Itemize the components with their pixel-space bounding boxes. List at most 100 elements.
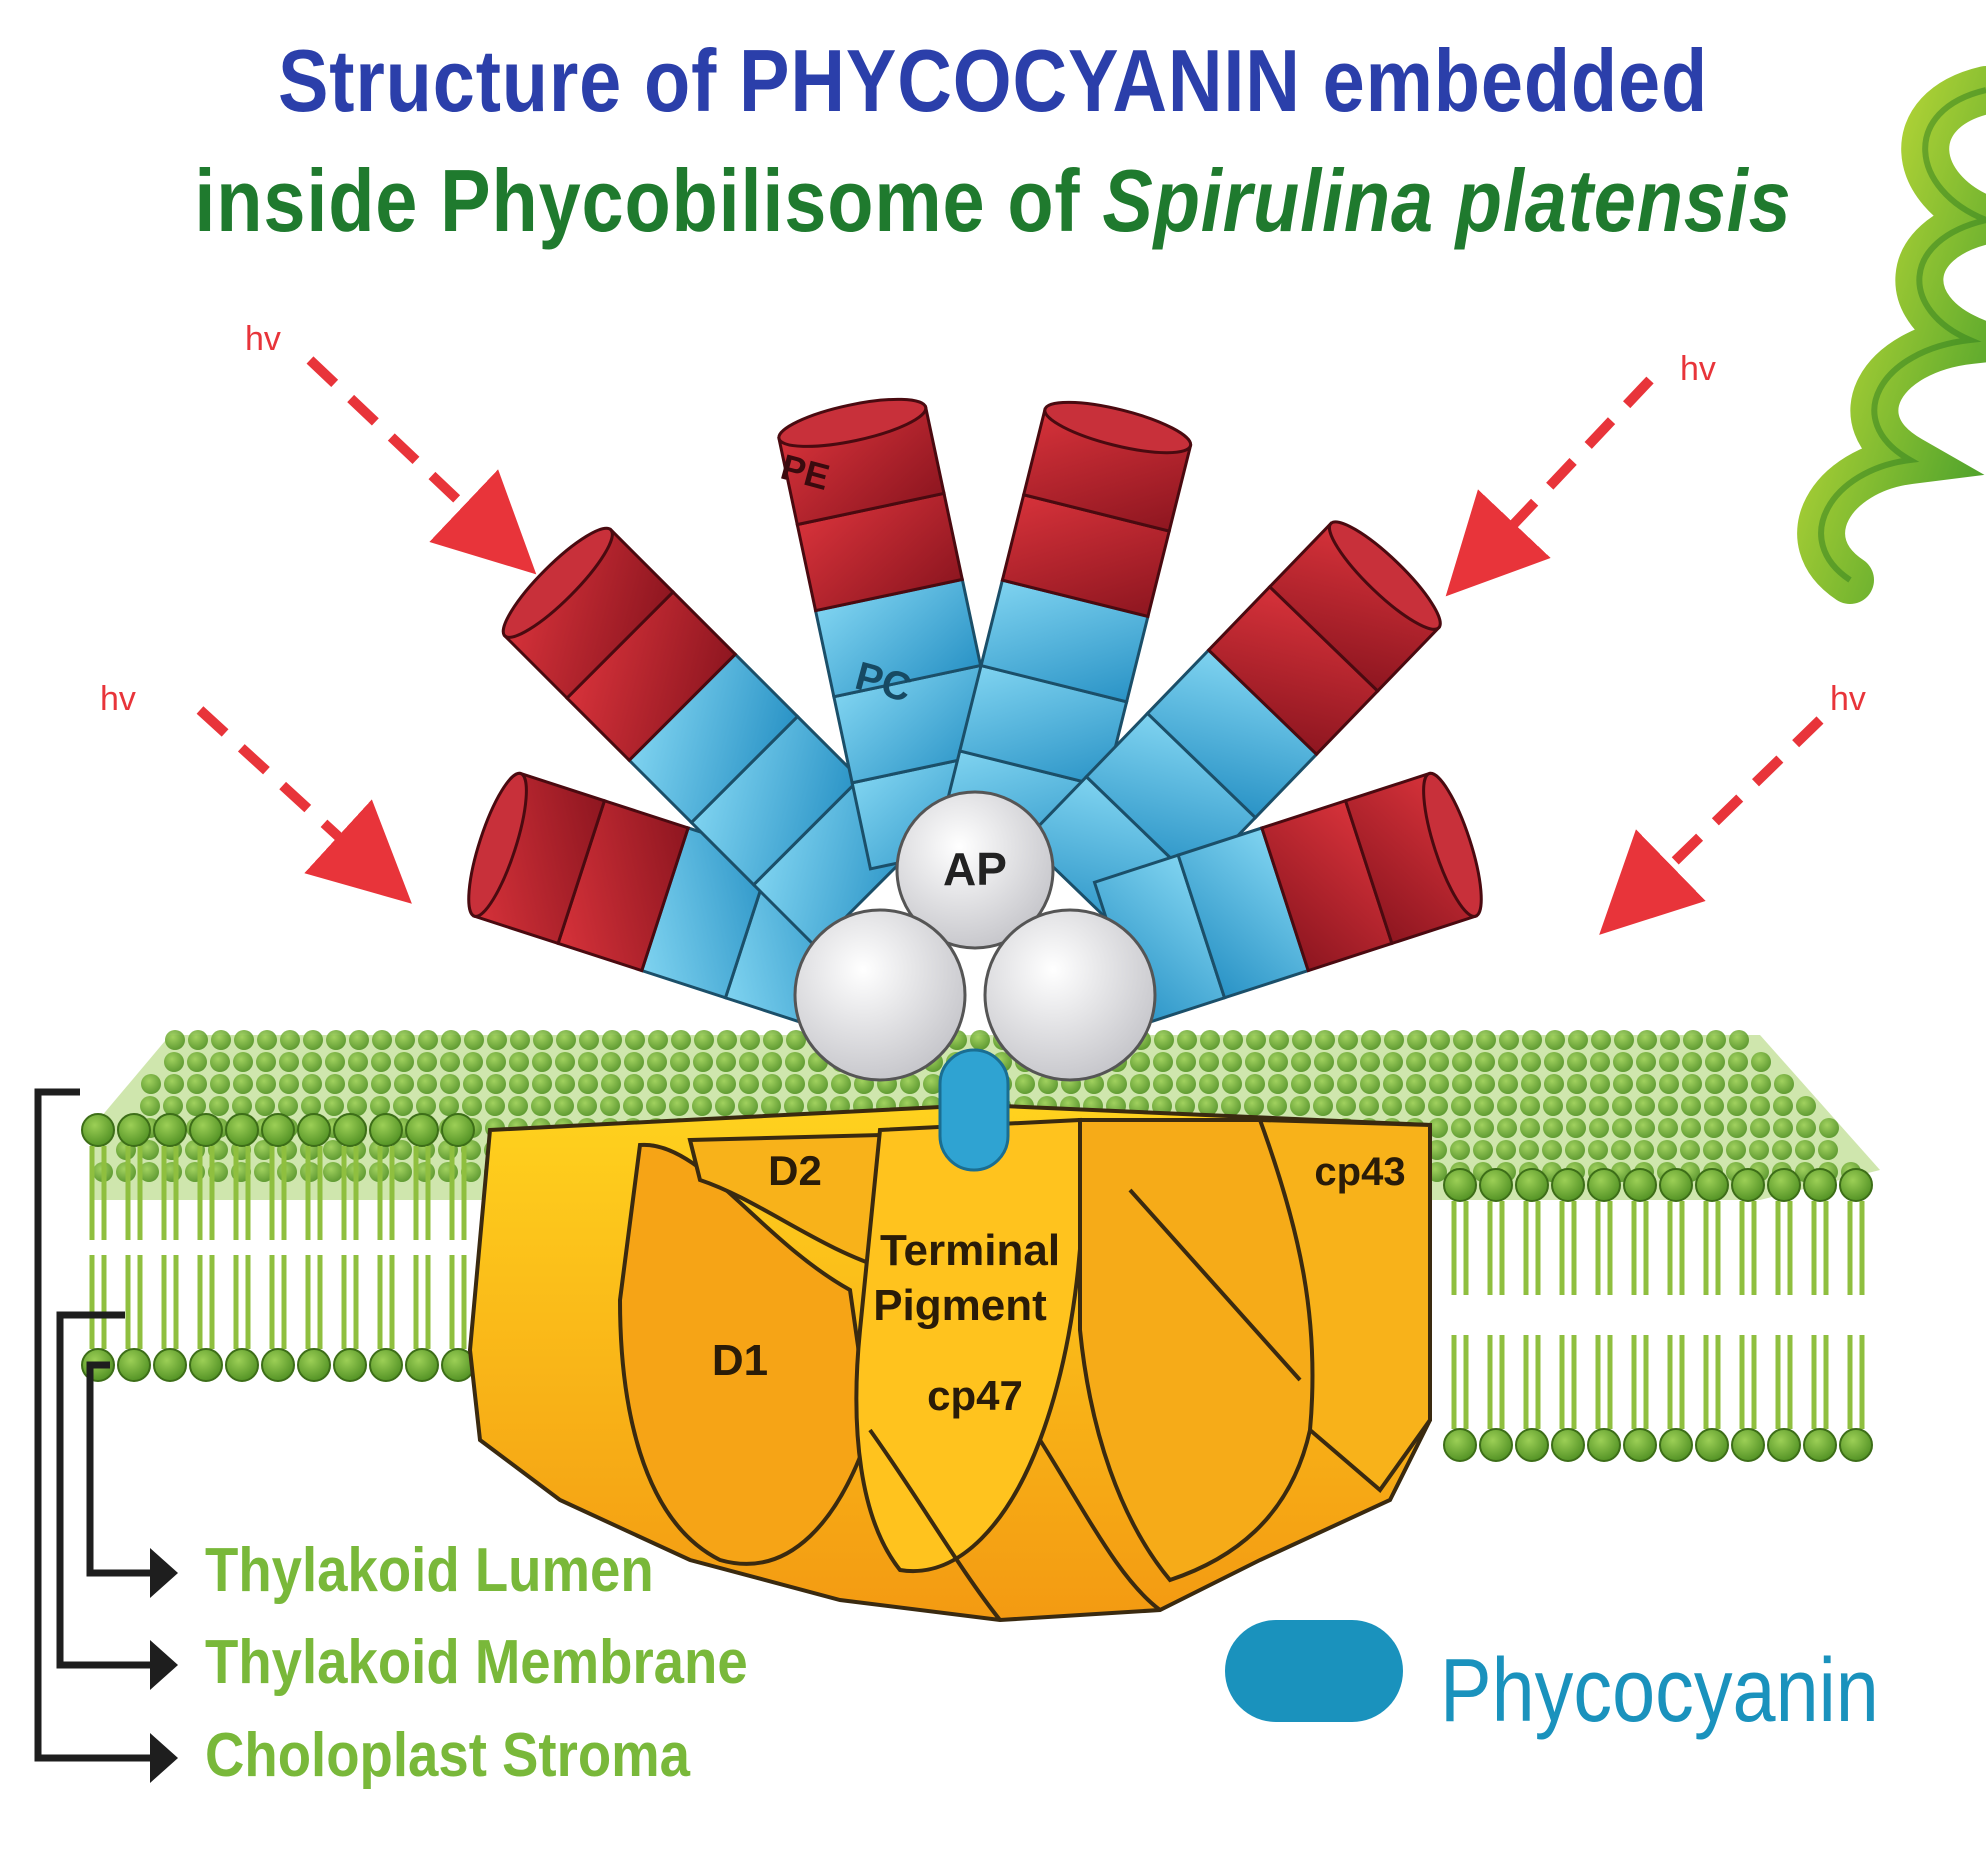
membrane-bead — [440, 1052, 460, 1072]
bracket-arrowheads — [150, 1548, 178, 1783]
membrane-bead — [533, 1030, 553, 1050]
membrane-bead — [392, 1162, 412, 1182]
membrane-bead — [509, 1052, 529, 1072]
rod-6 — [1092, 771, 1483, 1027]
lipid-head — [1515, 1428, 1549, 1462]
membrane-bead — [278, 1096, 298, 1116]
lipid-head — [1551, 1428, 1585, 1462]
membrane-bead — [1636, 1074, 1656, 1094]
membrane-bead — [210, 1074, 230, 1094]
membrane-bead — [394, 1074, 414, 1094]
membrane-bead — [624, 1074, 644, 1094]
membrane-bead — [439, 1096, 459, 1116]
lipid-head — [225, 1348, 259, 1382]
membrane-bead — [1522, 1030, 1542, 1050]
membrane-bead — [392, 1140, 412, 1160]
membrane-bead — [600, 1096, 620, 1116]
membrane-bead — [970, 1030, 990, 1050]
membrane-bead — [1406, 1074, 1426, 1094]
rod-cap — [1327, 520, 1442, 631]
membrane-bead — [324, 1096, 344, 1116]
membrane-bead — [209, 1096, 229, 1116]
membrane-bead — [1683, 1030, 1703, 1050]
membrane-bead — [1635, 1096, 1655, 1116]
hv-label-upper-left: hv — [245, 320, 281, 358]
membrane-bead — [325, 1074, 345, 1094]
membrane-bead — [1360, 1052, 1380, 1072]
rod-cap — [1422, 771, 1483, 918]
membrane-bead — [1751, 1074, 1771, 1094]
membrane-bead — [1567, 1052, 1587, 1072]
membrane-bead — [1519, 1140, 1539, 1160]
hv-label-upper-right: hv — [1680, 350, 1716, 388]
membrane-bead — [1291, 1052, 1311, 1072]
membrane-bead — [1222, 1052, 1242, 1072]
lipid-head — [1443, 1428, 1477, 1462]
membrane-bead — [785, 1052, 805, 1072]
lipid-head — [153, 1113, 187, 1147]
membrane-bead — [1338, 1030, 1358, 1050]
lipid-head — [333, 1113, 367, 1147]
hv-label-lower-right: hv — [1830, 680, 1866, 718]
lipid-head — [153, 1348, 187, 1382]
membrane-bead — [371, 1052, 391, 1072]
membrane-bead — [694, 1030, 714, 1050]
membrane-bead — [1405, 1096, 1425, 1116]
lipid-head — [1731, 1168, 1765, 1202]
lipid-bilayer-left — [81, 1113, 475, 1382]
membrane-bead — [1383, 1074, 1403, 1094]
membrane-bead — [647, 1074, 667, 1094]
title-line-2: inside Phycobilisome of Spirulina platen… — [139, 150, 1847, 252]
membrane-bead — [923, 1074, 943, 1094]
membrane-bead — [1634, 1140, 1654, 1160]
membrane-bead — [762, 1074, 782, 1094]
membrane-bead — [1635, 1118, 1655, 1138]
membrane-bead — [531, 1096, 551, 1116]
membrane-bead — [372, 1030, 392, 1050]
membrane-bead — [1428, 1096, 1448, 1116]
membrane-bead — [141, 1074, 161, 1094]
membrane-bead — [1107, 1074, 1127, 1094]
membrane-bead — [211, 1030, 231, 1050]
membrane-bead — [1612, 1118, 1632, 1138]
membrane-bead — [1451, 1096, 1471, 1116]
membrane-bead — [601, 1074, 621, 1094]
lipid-head — [1803, 1428, 1837, 1462]
membrane-bead — [556, 1030, 576, 1050]
membrane-bead — [1268, 1052, 1288, 1072]
membrane-bead — [1542, 1140, 1562, 1160]
membrane-bead — [1658, 1118, 1678, 1138]
membrane-bead — [1315, 1030, 1335, 1050]
label-thylakoid-membrane: Thylakoid Membrane — [205, 1628, 748, 1697]
membrane-bead — [1729, 1030, 1749, 1050]
membrane-bead — [1544, 1052, 1564, 1072]
membrane-bead — [1659, 1074, 1679, 1094]
membrane-bead — [254, 1162, 274, 1182]
membrane-bead — [1360, 1074, 1380, 1094]
membrane-bead — [1750, 1118, 1770, 1138]
membrane-bead — [1474, 1096, 1494, 1116]
membrane-bead — [648, 1030, 668, 1050]
membrane-bead — [438, 1162, 458, 1182]
membrane-bead — [1130, 1052, 1150, 1072]
d1-label: D1 — [712, 1336, 768, 1385]
membrane-bead — [602, 1030, 622, 1050]
membrane-bead — [1682, 1074, 1702, 1094]
membrane-bead — [1728, 1074, 1748, 1094]
membrane-bead — [1521, 1052, 1541, 1072]
membrane-bead — [510, 1030, 530, 1050]
membrane-bead — [187, 1052, 207, 1072]
lipid-head — [1659, 1168, 1693, 1202]
pigment-label: Pigment — [873, 1281, 1047, 1330]
membrane-bead — [188, 1030, 208, 1050]
membrane-bead — [1429, 1074, 1449, 1094]
membrane-bead — [1269, 1030, 1289, 1050]
membrane-bead — [1520, 1096, 1540, 1116]
membrane-bead — [1819, 1118, 1839, 1138]
membrane-bead — [715, 1096, 735, 1116]
membrane-bead — [417, 1074, 437, 1094]
membrane-bead — [1588, 1140, 1608, 1160]
bracket-membrane — [56, 1311, 160, 1669]
ap-sphere-top — [895, 790, 1055, 950]
